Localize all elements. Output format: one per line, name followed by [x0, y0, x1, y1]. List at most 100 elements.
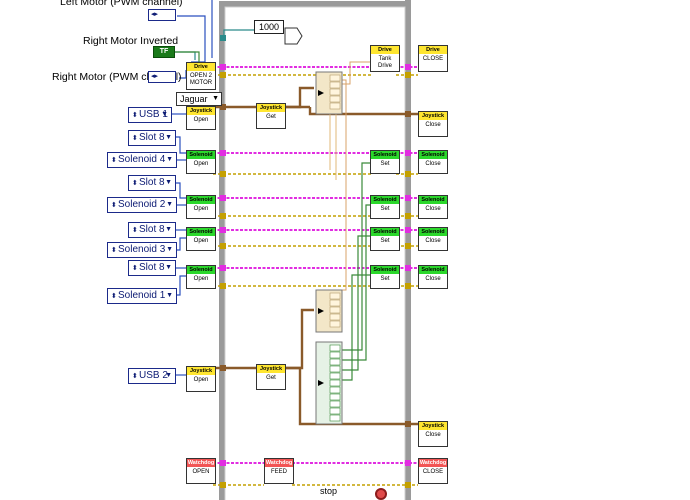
solenoid-open-header: Solenoid — [187, 266, 215, 274]
solenoid-set-body: Set — [380, 238, 390, 244]
solenoid-set-vi-a[interactable]: Solenoid Set — [370, 150, 400, 174]
drive-tank-header: Drive — [371, 46, 399, 54]
dropdown-arrow-icon: ▼ — [212, 95, 219, 102]
solenoid-open-vi-a[interactable]: Solenoid Open — [186, 150, 216, 174]
slot-control-4[interactable]: ⬍Slot 8▼ — [128, 260, 176, 276]
joystick-get-body: Get — [266, 114, 276, 120]
numeric-stepper-icon: ◂▸ — [151, 11, 159, 18]
solenoid-open-vi-b[interactable]: Solenoid Open — [186, 195, 216, 219]
solenoid-4-control[interactable]: ⬍Solenoid 4▼ — [107, 152, 177, 168]
right-motor-channel-control[interactable]: ◂▸ — [148, 71, 176, 83]
solenoid-1-control[interactable]: ⬍Solenoid 1▼ — [107, 288, 177, 304]
solenoid-close-vi-d[interactable]: Solenoid Close — [418, 265, 448, 289]
solenoid-set-body: Set — [380, 161, 390, 167]
solenoid-close-vi-a[interactable]: Solenoid Close — [418, 150, 448, 174]
drive-open-body: OPEN 2 MOTOR — [189, 73, 213, 86]
dropdown-arrow-icon: ▼ — [166, 201, 173, 208]
solenoid-close-body: Close — [425, 161, 441, 167]
increment-icon: ⬍ — [111, 202, 117, 209]
wait-function — [284, 27, 303, 45]
solenoid-open-vi-c[interactable]: Solenoid Open — [186, 227, 216, 251]
solenoid-set-header: Solenoid — [371, 266, 399, 274]
watchdog-feed-header: Watchdog — [265, 459, 293, 467]
watchdog-close-vi[interactable]: Watchdog CLOSE — [418, 458, 448, 484]
solenoid-close-body: Close — [425, 276, 441, 282]
increment-icon: ⬍ — [111, 247, 117, 254]
usb1-control[interactable]: ⬍USB 1▼ — [128, 107, 172, 123]
joystick-get-vi-2[interactable]: Joystick Get — [256, 364, 286, 390]
axis-wires — [339, 61, 372, 330]
joystick-open-vi-1[interactable]: Joystick Open — [186, 106, 216, 130]
dropdown-arrow-icon: ▼ — [161, 111, 168, 118]
dropdown-arrow-icon: ▼ — [165, 372, 172, 379]
watchdog-close-body: CLOSE — [422, 469, 444, 475]
watchdog-open-vi[interactable]: Watchdog OPEN — [186, 458, 216, 484]
solenoid-set-vi-d[interactable]: Solenoid Set — [370, 265, 400, 289]
solenoid-open-body: Open — [193, 276, 209, 282]
jaguar-value: Jaguar — [180, 94, 208, 104]
slot3-value: Slot 8 — [139, 224, 165, 235]
label-left-motor: Left Motor (PWM channel) — [60, 0, 183, 8]
slot-control-2[interactable]: ⬍Slot 8▼ — [128, 175, 176, 191]
drive-close-body: CLOSE — [422, 56, 444, 62]
solenoid-open-header: Solenoid — [187, 228, 215, 236]
solenoid-set-vi-b[interactable]: Solenoid Set — [370, 195, 400, 219]
slot-control-1[interactable]: ⬍Slot 8▼ — [128, 130, 176, 146]
slot2-value: Slot 8 — [139, 177, 165, 188]
motor-type-ring[interactable]: Jaguar ▼ — [176, 92, 222, 106]
solenoid-open-body: Open — [193, 238, 209, 244]
dropdown-arrow-icon: ▼ — [165, 264, 172, 271]
solenoid-open-vi-d[interactable]: Solenoid Open — [186, 265, 216, 289]
solenoid-open-header: Solenoid — [187, 196, 215, 204]
watchdog-feed-vi[interactable]: Watchdog FEED — [264, 458, 294, 484]
label-right-motor-inverted: Right Motor Inverted — [83, 35, 179, 47]
drive-open-vi[interactable]: Drive OPEN 2 MOTOR — [186, 62, 216, 90]
joystick-open-body: Open — [193, 117, 209, 123]
wait-ms-constant[interactable]: 1000 — [254, 20, 285, 34]
joystick-get-header: Joystick — [257, 104, 285, 112]
sol1-value: Solenoid 1 — [118, 290, 166, 301]
increment-icon: ⬍ — [132, 373, 138, 380]
joystick-open-header: Joystick — [187, 367, 215, 375]
sol4-value: Solenoid 4 — [118, 154, 166, 165]
slot1-value: Slot 8 — [139, 132, 165, 143]
usb2-control[interactable]: ⬍USB 2▼ — [128, 368, 176, 384]
slot4-value: Slot 8 — [139, 262, 165, 273]
solenoid-close-header: Solenoid — [419, 196, 447, 204]
joystick-get-vi-1[interactable]: Joystick Get — [256, 103, 286, 129]
increment-icon: ⬍ — [132, 227, 138, 234]
solenoid-close-vi-b[interactable]: Solenoid Close — [418, 195, 448, 219]
solenoid-2-control[interactable]: ⬍Solenoid 2▼ — [107, 197, 177, 213]
drive-close-vi[interactable]: Drive CLOSE — [418, 45, 448, 72]
joystick-close-vi-2[interactable]: Joystick Close — [418, 421, 448, 447]
drive-close-header: Drive — [419, 46, 447, 54]
joystick-close-body: Close — [425, 432, 441, 438]
sol3-value: Solenoid 3 — [118, 244, 166, 255]
increment-icon: ⬍ — [111, 157, 117, 164]
usb1-value: USB 1 — [139, 109, 168, 120]
stop-button-icon[interactable] — [375, 488, 387, 500]
increment-icon: ⬍ — [132, 112, 138, 119]
left-motor-channel-control[interactable]: ◂▸ — [148, 9, 176, 21]
dropdown-arrow-icon: ▼ — [165, 134, 172, 141]
drive-open-header: Drive — [187, 63, 215, 71]
joystick-open-vi-2[interactable]: Joystick Open — [186, 366, 216, 392]
solenoid-3-control[interactable]: ⬍Solenoid 3▼ — [107, 242, 177, 258]
solenoid-open-body: Open — [193, 161, 209, 167]
joystick-open-body: Open — [193, 377, 209, 383]
joystick-get-body: Get — [266, 375, 276, 381]
dropdown-arrow-icon: ▼ — [166, 246, 173, 253]
solenoid-set-vi-c[interactable]: Solenoid Set — [370, 227, 400, 251]
joystick-close-vi-1[interactable]: Joystick Close — [418, 111, 448, 137]
watchdog-open-header: Watchdog — [187, 459, 215, 467]
right-motor-inverted-control[interactable]: TF — [153, 46, 175, 58]
solenoid-close-vi-c[interactable]: Solenoid Close — [418, 227, 448, 251]
slot-control-3[interactable]: ⬍Slot 8▼ — [128, 222, 176, 238]
dropdown-arrow-icon: ▼ — [165, 226, 172, 233]
solenoid-open-body: Open — [193, 206, 209, 212]
drive-tank-vi[interactable]: Drive Tank Drive — [370, 45, 400, 72]
joystick-open-header: Joystick — [187, 107, 215, 115]
loop-tunnels — [220, 104, 411, 427]
solenoid-close-header: Solenoid — [419, 228, 447, 236]
